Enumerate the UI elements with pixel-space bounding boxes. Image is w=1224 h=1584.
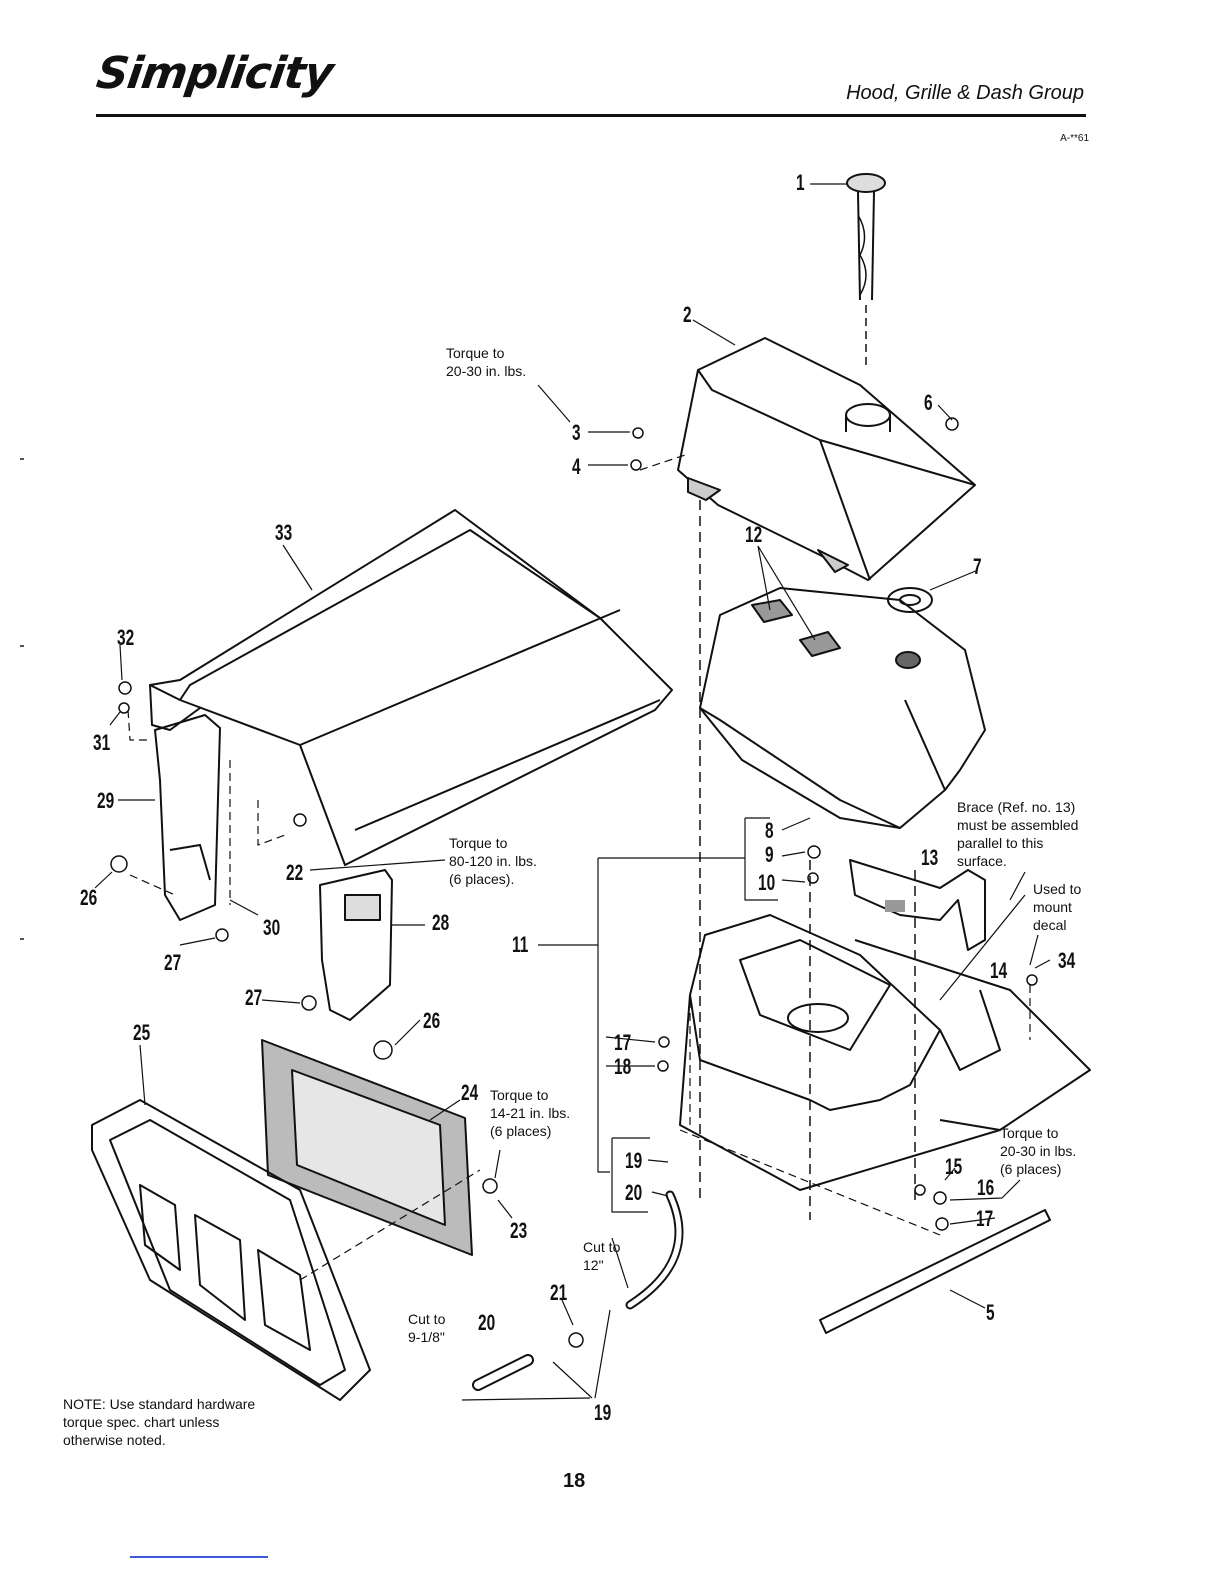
callout-12: 12 xyxy=(745,522,763,547)
callout-21: 21 xyxy=(550,1280,568,1305)
callout-19b: 19 xyxy=(594,1400,612,1425)
callout-26: 26 xyxy=(80,885,98,910)
callout-3: 3 xyxy=(572,420,581,445)
torque-note-16: Torque to 20-30 in lbs. (6 places) xyxy=(1000,1125,1077,1177)
part-bracket-right xyxy=(319,869,393,1021)
callout-27b: 27 xyxy=(245,985,263,1010)
callout-30: 30 xyxy=(263,915,281,940)
part-trim-strip xyxy=(819,1209,1051,1334)
scan-mark xyxy=(20,938,24,940)
callout-11: 11 xyxy=(512,932,529,957)
callout-24: 24 xyxy=(461,1080,479,1105)
callout-5: 5 xyxy=(986,1300,995,1325)
document-number: A-**61 xyxy=(1060,133,1089,144)
callout-20b: 20 xyxy=(478,1310,496,1335)
callout-7: 7 xyxy=(973,554,982,579)
callout-18: 18 xyxy=(614,1054,632,1079)
callout-33: 33 xyxy=(275,520,293,545)
callout-31: 31 xyxy=(93,730,111,755)
callout-32: 32 xyxy=(117,625,135,650)
callout-22: 22 xyxy=(286,860,304,885)
brace-note: Brace (Ref. no. 13) must be assembled pa… xyxy=(957,799,1079,869)
cut-note-9: Cut to 9-1/8" xyxy=(408,1311,446,1345)
callout-8: 8 xyxy=(765,818,774,843)
part-fuel-tank-cover xyxy=(677,337,976,581)
callout-10: 10 xyxy=(758,870,776,895)
callout-15: 15 xyxy=(945,1154,963,1179)
callout-29: 29 xyxy=(97,788,115,813)
callout-2: 2 xyxy=(683,302,692,327)
callout-4: 4 xyxy=(572,454,581,479)
part-hood xyxy=(149,509,673,866)
hardware-nuts xyxy=(110,417,1038,1348)
callout-27: 27 xyxy=(164,950,182,975)
callout-1: 1 xyxy=(796,170,805,195)
section-title: Hood, Grille & Dash Group xyxy=(846,82,1084,104)
hardware-note: NOTE: Use standard hardware torque spec.… xyxy=(63,1396,256,1448)
page-number: 18 xyxy=(563,1470,586,1492)
part-grille xyxy=(91,1099,371,1401)
header-rule xyxy=(96,114,1086,117)
callout-17: 17 xyxy=(614,1030,632,1055)
callout-20: 20 xyxy=(625,1180,643,1205)
scan-mark xyxy=(20,458,24,460)
callout-17b: 17 xyxy=(976,1206,994,1231)
part-dipstick xyxy=(846,173,886,368)
callout-26b: 26 xyxy=(423,1008,441,1033)
part-fuel-tank xyxy=(699,587,986,829)
footer-line xyxy=(130,1556,268,1558)
callout-13: 13 xyxy=(921,845,939,870)
callout-16: 16 xyxy=(977,1175,995,1200)
decal-note: Used to mount decal xyxy=(1033,881,1082,933)
callout-6: 6 xyxy=(924,390,933,415)
part-grille-screen xyxy=(261,1039,473,1256)
callout-28: 28 xyxy=(432,910,450,935)
torque-note-3: Torque to 20-30 in. lbs. xyxy=(446,345,527,379)
torque-note-24: Torque to 14-21 in. lbs. (6 places) xyxy=(490,1087,571,1139)
part-dash-base xyxy=(679,914,1091,1191)
callout-14: 14 xyxy=(990,958,1008,983)
callout-9: 9 xyxy=(765,842,774,867)
cut-note-12: Cut to 12" xyxy=(583,1239,621,1273)
part-bracket-left xyxy=(154,714,221,921)
callout-23: 23 xyxy=(510,1218,528,1243)
callout-19: 19 xyxy=(625,1148,643,1173)
callout-25: 25 xyxy=(133,1020,151,1045)
callout-34: 34 xyxy=(1058,948,1076,973)
leader-lines xyxy=(94,183,1051,1401)
torque-note-22: Torque to 80-120 in. lbs. (6 places). xyxy=(449,835,537,887)
part-brace xyxy=(849,859,986,951)
scan-mark xyxy=(20,645,24,647)
